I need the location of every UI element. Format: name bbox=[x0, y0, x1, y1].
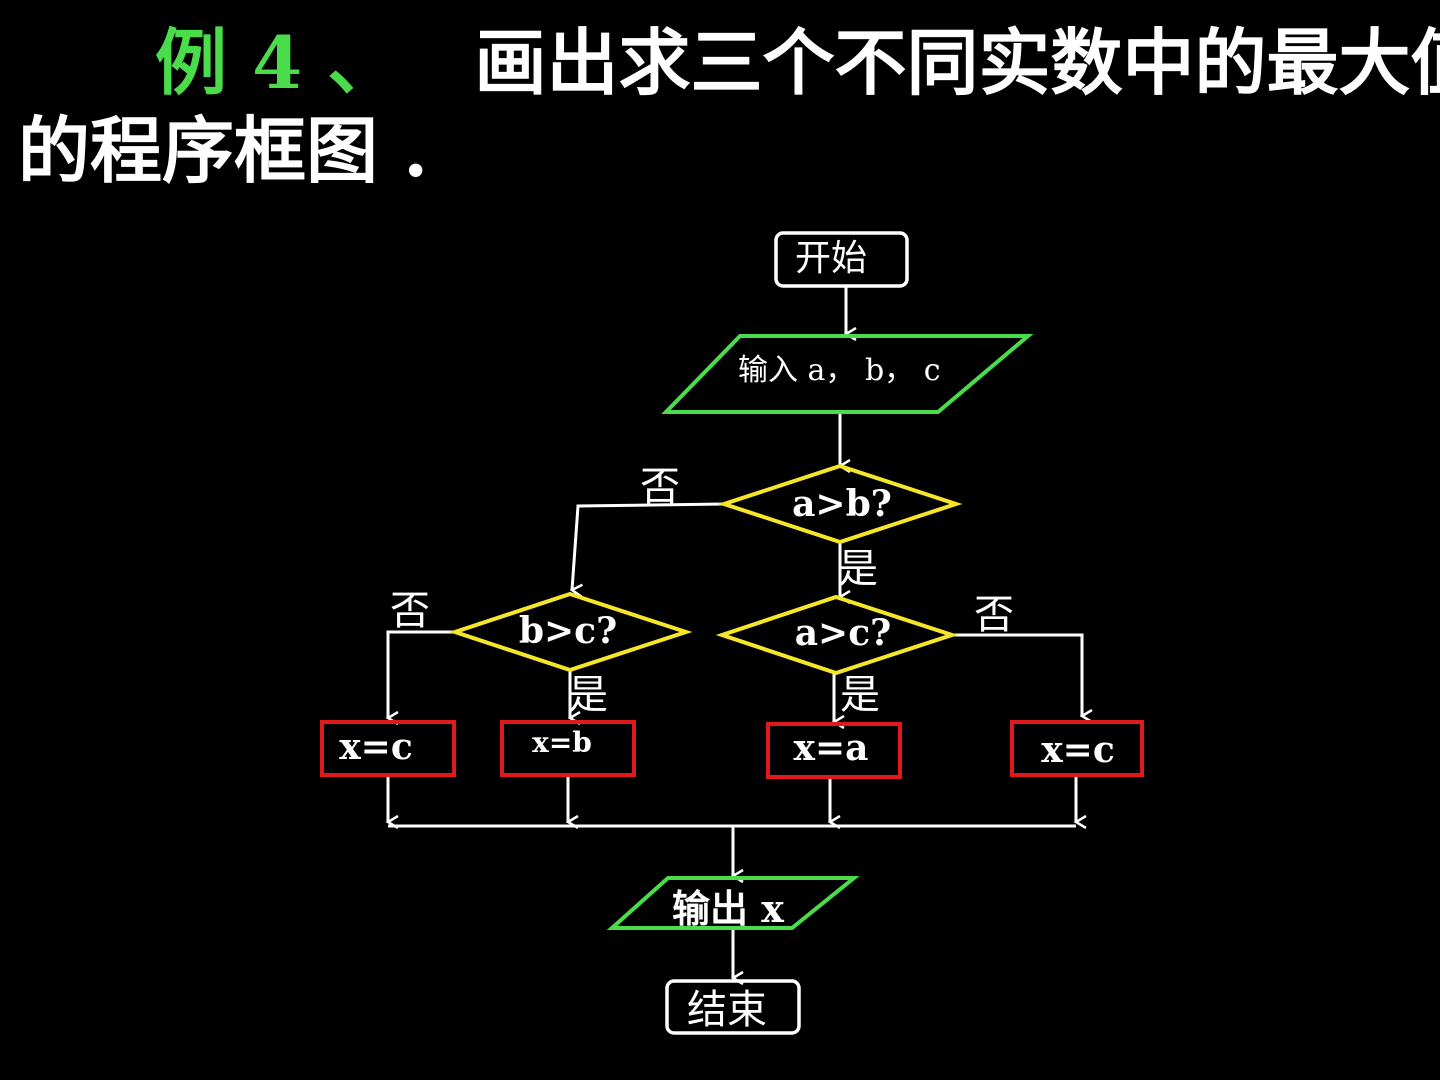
svg-text:b>c?: b>c? bbox=[519, 610, 617, 652]
label-yes-ac: 是 bbox=[840, 672, 880, 718]
start-terminal: 开始 bbox=[774, 231, 909, 288]
process-x-eq-c-right: x=c bbox=[1010, 720, 1144, 777]
svg-text:a>b?: a>b? bbox=[792, 483, 892, 525]
svg-text:输出 x: 输出 x bbox=[672, 886, 784, 931]
arrow-cond-bc-no bbox=[388, 630, 455, 718]
svg-text:输入 a， b， c: 输入 a， b， c bbox=[738, 353, 941, 388]
process-x-eq-c-left: x=c bbox=[320, 720, 456, 777]
process-x-eq-a: x=a bbox=[766, 722, 902, 779]
decision-b-gt-c: b>c? bbox=[448, 591, 693, 673]
label-no-ac: 否 bbox=[974, 592, 1014, 638]
svg-text:开始: 开始 bbox=[795, 238, 867, 279]
input-box: 输入 a， b， c bbox=[661, 334, 1034, 414]
decision-a-gt-c: a>c? bbox=[715, 594, 959, 676]
svg-text:x=a: x=a bbox=[794, 727, 869, 769]
svg-text:x=b: x=b bbox=[532, 726, 592, 759]
svg-text:结束: 结束 bbox=[687, 987, 767, 1033]
label-no-ab: 否 bbox=[640, 464, 680, 510]
decision-a-gt-b: a>b? bbox=[717, 463, 963, 545]
label-yes-bc: 是 bbox=[568, 672, 608, 718]
title-line-1: 画出求三个不同实数中的最大值 bbox=[474, 20, 1440, 105]
svg-text:a>c?: a>c? bbox=[795, 612, 892, 654]
arrow-cond-ab-no bbox=[572, 502, 725, 590]
end-terminal: 结束 bbox=[665, 979, 801, 1035]
svg-text:x=c: x=c bbox=[1041, 729, 1115, 771]
label-no-bc: 否 bbox=[390, 588, 430, 634]
svg-text:x=c: x=c bbox=[339, 726, 413, 768]
example-label: 例 4 、 bbox=[155, 20, 400, 105]
output-box: 输出 x bbox=[606, 876, 860, 931]
title-line-2: 的程序框图 . bbox=[18, 108, 429, 193]
label-yes-ab: 是 bbox=[838, 546, 878, 592]
slide-title: 例 4 、 画出求三个不同实数中的最大值 的程序框图 . bbox=[0, 0, 1440, 200]
connectors bbox=[388, 287, 1082, 978]
arrow-cond-ac-no bbox=[952, 633, 1082, 716]
process-x-eq-b: x=b bbox=[500, 720, 636, 777]
